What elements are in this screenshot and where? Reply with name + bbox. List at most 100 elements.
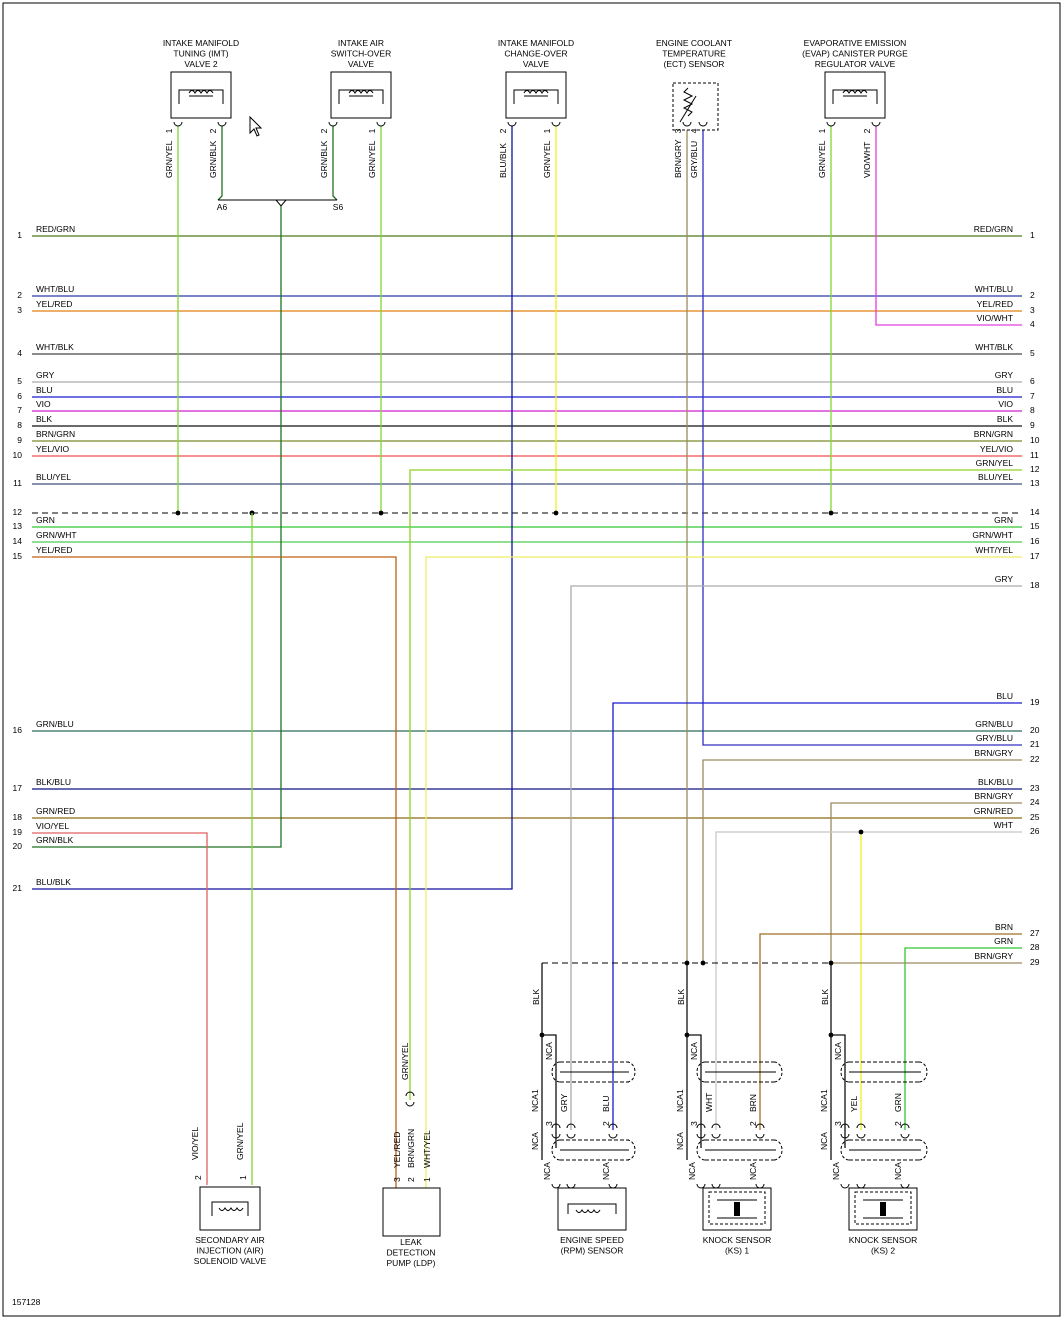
left-wire-number: 14 [13, 536, 23, 546]
wire-grn-blk [217, 126, 223, 201]
splice-dot [858, 829, 864, 835]
left-wire-label: BRN/GRN [36, 429, 75, 439]
pin-number-imt: 1 [164, 128, 174, 133]
right-wire-number: 16 [1030, 536, 1040, 546]
right-wire-label: BLU/YEL [978, 472, 1013, 482]
component-title-rpm: ENGINE SPEED [560, 1235, 624, 1245]
left-wire-number: 17 [13, 783, 23, 793]
component-title-air: SOLENOID VALVE [194, 1256, 267, 1266]
pin-number-rpm: 1 [530, 1089, 540, 1094]
left-wire-number: 6 [17, 391, 22, 401]
component-title-iasv: SWITCH-OVER [331, 49, 391, 59]
left-wire-number: 5 [17, 376, 22, 386]
right-wire-label: BLU [996, 691, 1013, 701]
component-title-evap: (EVAP) CANISTER PURGE [802, 49, 908, 59]
splice-dot [684, 960, 690, 966]
pin-number-imcv: 1 [542, 128, 552, 133]
coil-icon [218, 1207, 244, 1211]
pin-number-ks1: 2 [748, 1121, 758, 1126]
component-title-ks1: KNOCK SENSOR [703, 1235, 772, 1245]
inline-connector-icon [405, 1091, 415, 1107]
wire-brn-ks1 [759, 933, 1022, 1130]
right-wire-number: 25 [1030, 812, 1040, 822]
right-wire-number: 1 [1030, 230, 1035, 240]
splice-label-a: A6 [217, 202, 228, 212]
right-wire-label: VIO [998, 399, 1013, 409]
connector-pin-icon [856, 1123, 866, 1139]
thermistor-arrow-icon [679, 95, 697, 123]
wire-blu-rpm [612, 702, 1022, 1130]
right-wire-number: 22 [1030, 754, 1040, 764]
mouse-cursor-icon [249, 115, 263, 137]
right-wire-number: 18 [1030, 580, 1040, 590]
valve-body-evap [824, 71, 886, 119]
left-wire-label: GRN/WHT [36, 530, 77, 540]
pin-number-iasv: 2 [319, 128, 329, 133]
nca-label: NCA [530, 1094, 540, 1112]
pin-number-air: 2 [193, 1175, 203, 1180]
nca-label: NCA [833, 1042, 843, 1060]
connector-pin-icon [755, 1123, 765, 1139]
left-wire-label: YEL/RED [36, 299, 72, 309]
shield-box-icon [854, 1191, 912, 1225]
wire-brn-gry-24 [830, 802, 1022, 963]
left-wire-label: YEL/RED [36, 545, 72, 555]
component-title-ect: TEMPERATURE [662, 49, 726, 59]
wire-label-air: VIO/YEL [190, 1127, 200, 1160]
left-wire-label: GRN [36, 515, 55, 525]
nca-label: NCA [689, 1042, 699, 1060]
nca-label: NCA [819, 1132, 829, 1150]
ground-splice-dot [378, 510, 384, 516]
pin-number-evap: 1 [817, 128, 827, 133]
valve-body-iasv [330, 71, 392, 119]
component-title-ks2: (KS) 2 [871, 1246, 895, 1256]
wire-label-ldp: YEL/RED [392, 1132, 402, 1168]
right-wire-number: 15 [1030, 521, 1040, 531]
component-title-ldp: LEAK [400, 1237, 422, 1247]
component-title-ks1: (KS) 1 [725, 1246, 749, 1256]
shield-end-icon [696, 1061, 706, 1161]
left-wire-label: GRN/RED [36, 806, 75, 816]
pin-number-ect: 4 [689, 128, 699, 133]
wire-label-imt: GRN/YEL [164, 140, 174, 178]
left-wire-number: 2 [17, 290, 22, 300]
right-wire-label: YEL/VIO [980, 444, 1013, 454]
left-wire-label: WHT/BLU [36, 284, 74, 294]
right-wire-number: 3 [1030, 305, 1035, 315]
right-wire-label: BLK/BLU [978, 777, 1013, 787]
coil-icon [842, 90, 868, 94]
right-wire-number: 28 [1030, 942, 1040, 952]
right-wire-number: 9 [1030, 420, 1035, 430]
splice-dot [700, 960, 706, 966]
left-wire-number: 19 [13, 827, 23, 837]
wire-label-evap: VIO/WHT [862, 142, 872, 178]
connector-pin-icon [217, 121, 227, 127]
solenoid-icon [211, 1201, 249, 1216]
wire-label-evap: GRN/YEL [817, 140, 827, 178]
pin-number-air: 1 [238, 1175, 248, 1180]
wire-label-ldp: GRN/YEL [400, 1042, 410, 1080]
left-wire-number: 20 [13, 841, 23, 851]
connector-pin-icon [696, 1183, 706, 1189]
nca-wire [831, 1034, 846, 1148]
left-wire-label: BLU/BLK [36, 877, 71, 887]
wire-label-rpm: BLK [531, 989, 541, 1005]
valve-body-imcv [505, 71, 567, 119]
pin-number-ks2: 3 [833, 1121, 843, 1126]
left-wire-label: BLU/YEL [36, 472, 71, 482]
right-wire-number: 23 [1030, 783, 1040, 793]
right-wire-number: 19 [1030, 697, 1040, 707]
coil-icon [348, 90, 374, 94]
ground-splice-dot [828, 510, 834, 516]
right-wire-number: 26 [1030, 826, 1040, 836]
valve-body-imt [170, 71, 232, 119]
shield-end-icon [918, 1061, 928, 1161]
piezo-crystal-icon [880, 1202, 886, 1216]
wire-blu-blk-to-21 [32, 126, 513, 890]
nca-label: NCA [748, 1162, 758, 1180]
splice-label-b: S6 [333, 202, 344, 212]
right-wire-number: 12 [1030, 464, 1040, 474]
component-title-air: SECONDARY AIR [195, 1235, 265, 1245]
pin-number-iasv: 1 [367, 128, 377, 133]
right-wire-number: 8 [1030, 405, 1035, 415]
